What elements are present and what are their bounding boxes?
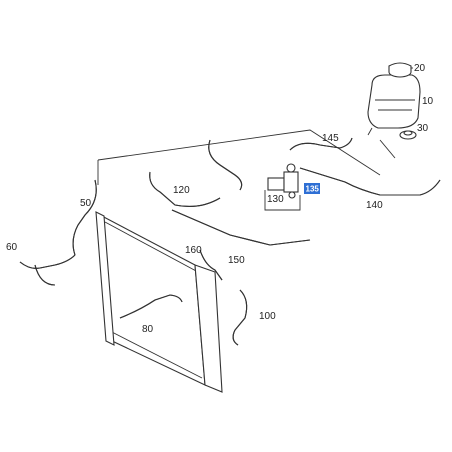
callout-140: 140 [366, 200, 383, 211]
callout-100: 100 [259, 311, 276, 322]
hose-120[interactable] [208, 139, 243, 191]
hose-50[interactable] [72, 179, 97, 256]
seal-ring[interactable] [399, 130, 417, 140]
frame-line [97, 129, 381, 176]
callout-150: 150 [228, 255, 245, 266]
callout-20: 20 [414, 63, 426, 74]
callout-130: 130 [267, 194, 284, 205]
pipe-long[interactable] [171, 209, 311, 246]
hose-60[interactable] [19, 254, 76, 286]
callout-10: 10 [422, 96, 434, 107]
callout-80: 80 [142, 324, 154, 335]
radiator[interactable] [95, 211, 223, 393]
hose-140[interactable] [299, 167, 441, 196]
callout-145: 145 [322, 133, 339, 144]
callout-135: 135 [306, 185, 320, 194]
tank-cap[interactable] [388, 62, 413, 78]
callout-50: 50 [80, 198, 92, 209]
callout-120: 120 [173, 185, 190, 196]
callout-160: 160 [185, 245, 202, 256]
frame-line [379, 139, 396, 159]
highlighted-callout[interactable]: 135 [304, 183, 320, 194]
connector-assembly[interactable] [264, 163, 301, 211]
callout-30: 30 [417, 123, 429, 134]
expansion-tank[interactable] [367, 74, 421, 136]
callout-60: 60 [6, 242, 18, 253]
